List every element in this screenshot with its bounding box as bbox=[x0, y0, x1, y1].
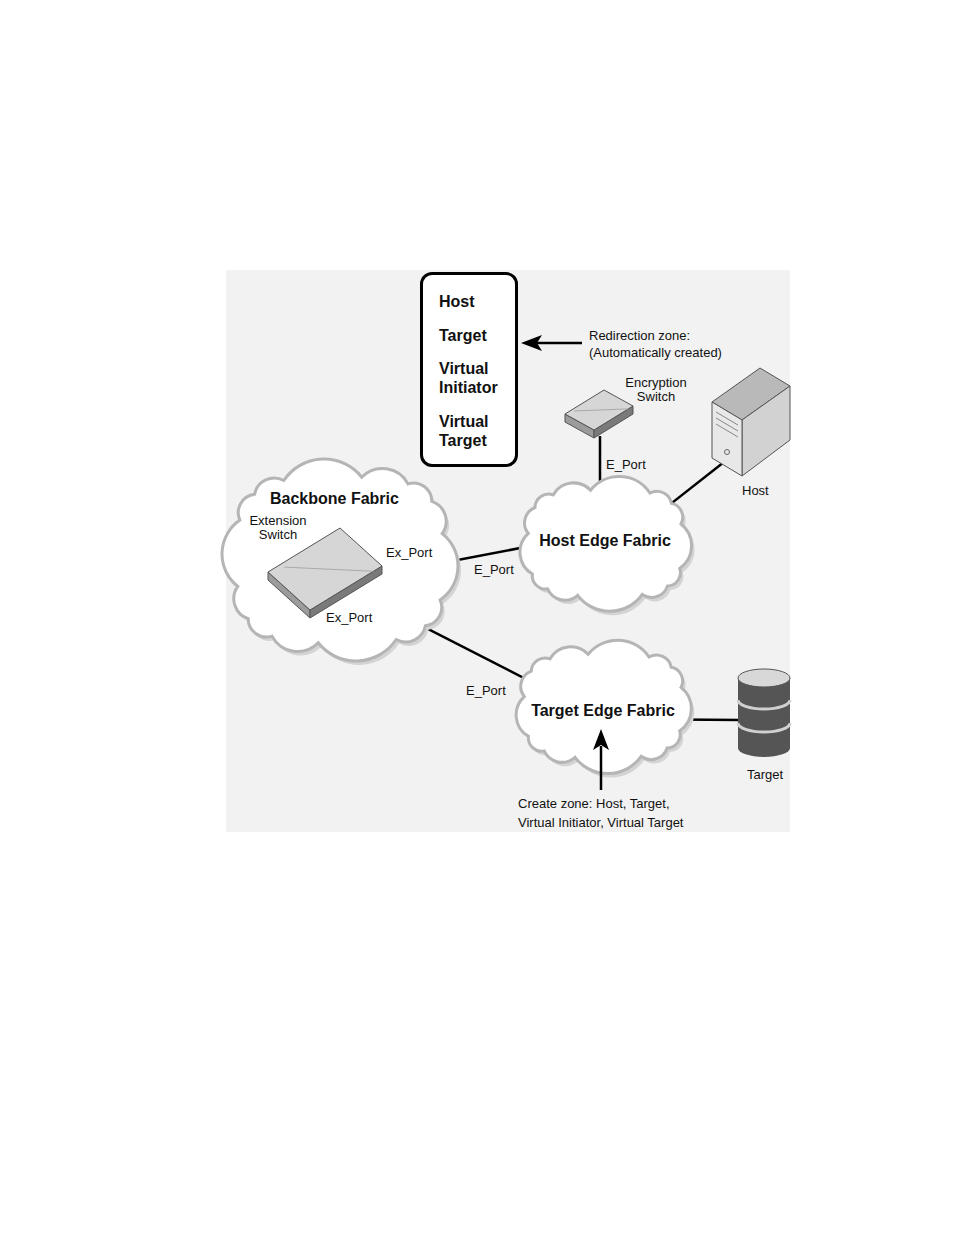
text-slot: Host Edge Fabric bbox=[512, 531, 698, 550]
port-label: E_Port bbox=[474, 562, 514, 577]
port-label: Ex_Port bbox=[386, 545, 432, 560]
text-slot: Encryption Switch bbox=[618, 376, 694, 404]
callout-arrow-head bbox=[521, 335, 542, 351]
node-text: Host bbox=[742, 484, 790, 498]
node-text: Target Edge Fabric bbox=[508, 701, 698, 720]
connector-line bbox=[670, 462, 724, 504]
text-slot: E_Port bbox=[606, 457, 646, 472]
fabric-cloud: Target Edge Fabric bbox=[508, 638, 698, 774]
server-bay bbox=[716, 412, 738, 425]
text-slot: Target bbox=[439, 326, 511, 345]
callout-arrow-head bbox=[593, 729, 609, 750]
port-label: E_Port bbox=[466, 683, 506, 698]
background-panel bbox=[226, 270, 790, 832]
callout-arrow-line bbox=[600, 746, 603, 790]
node-text: Target bbox=[747, 768, 795, 782]
cloud-outline bbox=[222, 459, 458, 661]
server-bay bbox=[716, 418, 738, 431]
server-bay bbox=[716, 424, 738, 437]
port-label: E_Port bbox=[606, 457, 646, 472]
node-text: Target bbox=[439, 326, 511, 345]
node-text: Virtual Initiator bbox=[439, 359, 511, 397]
text-slot: Virtual Target bbox=[439, 412, 511, 450]
disk-top bbox=[738, 669, 790, 687]
switch-icon: Encryption Switch bbox=[560, 374, 696, 446]
text-slot: Target Edge Fabric bbox=[508, 701, 698, 720]
node-text: Extension Switch bbox=[246, 514, 310, 542]
text-slot: Ex_Port bbox=[326, 610, 372, 625]
storage-icon: Target bbox=[732, 664, 796, 786]
node-text: Encryption Switch bbox=[618, 376, 694, 404]
server-side bbox=[742, 386, 790, 476]
node-text: Backbone Fabric bbox=[270, 489, 430, 508]
switch-top bbox=[565, 390, 633, 430]
server-button bbox=[725, 450, 730, 455]
text-slot: E_Port bbox=[474, 562, 514, 577]
disk-body bbox=[738, 678, 790, 748]
callout-arrow-line bbox=[536, 342, 582, 345]
text-slot: Create zone: Host, Target, Virtual Initi… bbox=[518, 794, 698, 832]
redirection-zone-box: HostTargetVirtual InitiatorVirtual Targe… bbox=[420, 272, 518, 467]
text-slot: Host bbox=[742, 484, 790, 498]
node-text: Host Edge Fabric bbox=[512, 531, 698, 550]
text-slot: Redirection zone: (Automatically created… bbox=[589, 327, 739, 361]
callout-note: Redirection zone: (Automatically created… bbox=[589, 327, 739, 361]
disk-band bbox=[738, 700, 790, 709]
node-text: Host bbox=[439, 292, 511, 311]
fabric-cloud: Host Edge Fabric bbox=[512, 474, 698, 612]
disk-band bbox=[738, 723, 790, 732]
node-text: Virtual Target bbox=[439, 412, 511, 450]
switch-detail bbox=[574, 409, 628, 411]
text-slot: Extension Switch bbox=[246, 514, 310, 542]
switch-detail bbox=[284, 567, 373, 571]
text-slot: Backbone Fabric bbox=[270, 489, 430, 508]
server-icon: Host bbox=[706, 362, 794, 502]
text-slot: Virtual Initiator bbox=[439, 359, 511, 397]
text-slot: Ex_Port bbox=[386, 545, 432, 560]
text-slot: Host bbox=[439, 292, 511, 311]
node-outline bbox=[706, 362, 794, 502]
port-label: Ex_Port bbox=[326, 610, 372, 625]
server-front bbox=[712, 402, 742, 476]
fabric-cloud: Extension Switch Backbone Fabric bbox=[218, 458, 462, 662]
callout-note: Create zone: Host, Target, Virtual Initi… bbox=[518, 794, 698, 832]
switch-icon: Extension Switch bbox=[246, 514, 386, 622]
text-slot: E_Port bbox=[466, 683, 506, 698]
text-slot: Target bbox=[747, 768, 795, 782]
